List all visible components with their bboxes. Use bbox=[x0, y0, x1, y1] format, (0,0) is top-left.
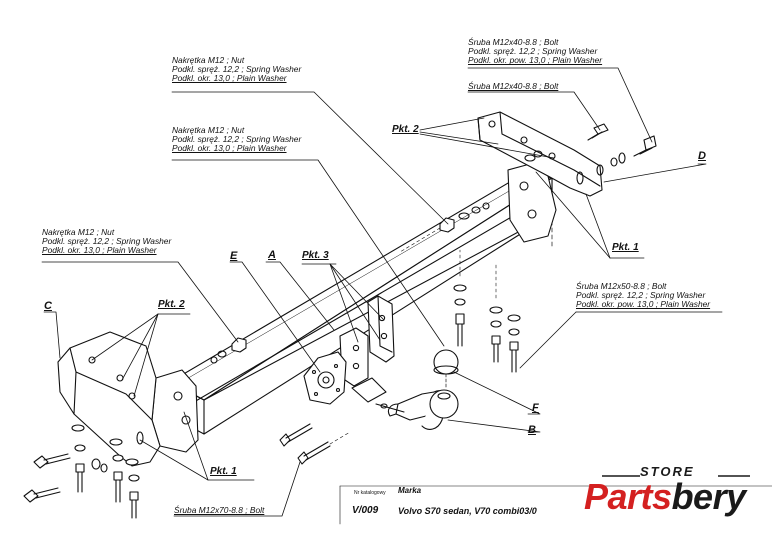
catalog-number-label: Nr katalogowy bbox=[354, 490, 386, 496]
logo-brand-part2: bery bbox=[671, 476, 747, 517]
part-label-a: A bbox=[268, 249, 276, 261]
callout-line: Nakrętka M12 ; Nut bbox=[172, 125, 245, 135]
callout-line: Podkl. spręż. 12,2 ; Spring Washer bbox=[576, 290, 706, 301]
callout-line: Nakrętka M12 ; Nut bbox=[172, 55, 245, 65]
callout-nut-left: Nakrętka M12 ; Nut Podkl. spręż. 12,2 ; … bbox=[42, 227, 172, 256]
logo-store-text: STORE bbox=[640, 464, 695, 479]
callout-line: Podkl. okr. pow. 13,0 ; Plain Washer bbox=[576, 299, 711, 310]
pkt1-right-label: Pkt. 1 bbox=[612, 242, 639, 253]
leader-lines bbox=[41, 67, 772, 525]
callout-line: Śruba M12x40-8.8 ; Bolt bbox=[468, 37, 559, 47]
callout-line: Nakrętka M12 ; Nut bbox=[42, 227, 115, 237]
callout-line: Podkl. okr. 13,0 ; Plain Washer bbox=[172, 143, 287, 154]
callout-line: Podkl. spręż. 12,2 ; Spring Washer bbox=[172, 134, 302, 145]
callout-line: Podkl. okr. 13,0 ; Plain Washer bbox=[172, 73, 287, 84]
ball-mount-bracket bbox=[339, 295, 395, 387]
callout-bolt-bottom: Śruba M12x70-8.8 ; Bolt bbox=[174, 505, 265, 515]
brand-label: Marka bbox=[398, 486, 422, 495]
logo-brand-text: Partsbery bbox=[584, 476, 746, 518]
callout-nut-upper-b: Nakrętka M12 ; Nut Podkl. spręż. 12,2 ; … bbox=[172, 125, 302, 154]
tow-ball-f bbox=[433, 349, 459, 389]
pkt2-top-label: Pkt. 2 bbox=[392, 124, 419, 135]
pkt1-bottom-label: Pkt. 1 bbox=[210, 466, 237, 477]
catalog-code: V/009 bbox=[352, 505, 379, 516]
nut-group-upper bbox=[399, 150, 543, 253]
callout-line: Podkl. okr. 13,0 ; Plain Washer bbox=[42, 245, 157, 256]
left-end-plate bbox=[151, 369, 199, 453]
pkt3-label: Pkt. 3 bbox=[302, 250, 329, 261]
part-label-f: F bbox=[532, 402, 539, 414]
logo-swoosh bbox=[602, 475, 750, 477]
right-side-bracket-d bbox=[477, 111, 603, 197]
logo-brand-part1: Parts bbox=[584, 476, 672, 517]
part-label-d: D bbox=[698, 150, 706, 162]
left-side-bracket-c bbox=[57, 331, 161, 467]
callout-line: Śruba M12x50-8.8 ; Bolt bbox=[576, 281, 667, 291]
part-label-e: E bbox=[230, 250, 238, 262]
socket-plate-e bbox=[303, 351, 347, 405]
pkt2-left-label: Pkt. 2 bbox=[158, 299, 185, 310]
callout-line: Podkl. spręż. 12,2 ; Spring Washer bbox=[42, 236, 172, 247]
callout-nut-upper-a: Nakrętka M12 ; Nut Podkl. spręż. 12,2 ; … bbox=[172, 55, 302, 84]
bolt-group-top-right bbox=[587, 123, 657, 176]
part-label-b: B bbox=[528, 424, 536, 436]
callout-bolt-top-single: Śruba M12x40-8.8 ; Bolt bbox=[468, 81, 559, 91]
callout-line: Podkl. spręż. 12,2 ; Spring Washer bbox=[468, 46, 598, 57]
vehicle-description: Volvo S70 sedan, V70 combi03/0 bbox=[398, 506, 537, 516]
callout-bolt-right: Śruba M12x50-8.8 ; Bolt Podkl. spręż. 12… bbox=[576, 281, 711, 310]
callout-line: Podkl. spręż. 12,2 ; Spring Washer bbox=[172, 64, 302, 75]
bolt-group-lower-left bbox=[279, 423, 351, 465]
bolt-group-right-lower bbox=[453, 249, 521, 373]
tow-ball-arm-b bbox=[351, 377, 459, 430]
callout-line: Podkl. okr. pow. 13,0 ; Plain Washer bbox=[468, 55, 603, 66]
bolt-group-far-left bbox=[23, 424, 140, 519]
callout-bolt-top: Śruba M12x40-8.8 ; Bolt Podkl. spręż. 12… bbox=[468, 37, 603, 66]
part-label-c: C bbox=[44, 300, 52, 312]
nut-group-left bbox=[210, 337, 247, 364]
